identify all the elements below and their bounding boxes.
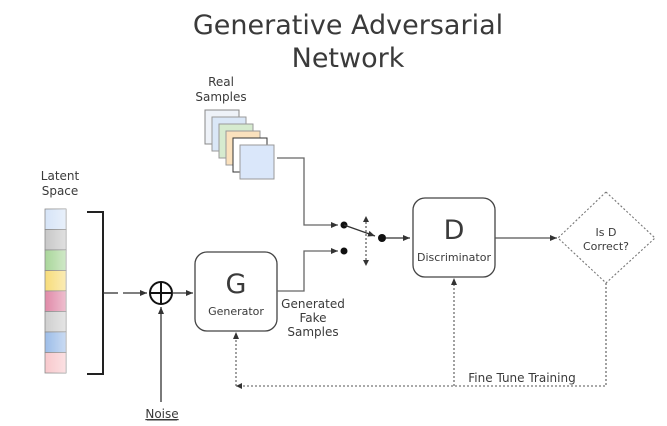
- latent-cell-shade: [45, 209, 66, 230]
- latent-cell-shade: [45, 311, 66, 332]
- switch-fake-terminal: [340, 247, 348, 255]
- fake-samples-label-3: Samples: [287, 325, 338, 339]
- feedback-discriminator-arrowhead-icon: [451, 278, 457, 285]
- generator-to-switch-line: [277, 248, 338, 292]
- latent-cell-shade: [45, 332, 66, 353]
- real-samples-stack: [204, 109, 275, 180]
- adder-icon: [149, 281, 173, 305]
- fake-samples-label-2: Fake: [299, 311, 326, 325]
- real-samples-label-1: Real: [208, 75, 234, 89]
- latent-space-label-2: Space: [42, 184, 79, 198]
- decision-label-1: Is D: [596, 226, 617, 239]
- feedback-generator-arrowhead-icon: [233, 332, 239, 339]
- switch-output-terminal: [378, 234, 386, 242]
- latent-cell-shade: [45, 270, 66, 291]
- generator-label: Generator: [208, 305, 264, 318]
- fake-samples-label-1: Generated: [281, 297, 345, 311]
- generator-letter: G: [226, 269, 247, 300]
- fine-tune-label: Fine Tune Training: [468, 371, 575, 385]
- latent-cell-shade: [45, 250, 66, 271]
- latent-cell-shade: [45, 291, 66, 312]
- discriminator-label: Discriminator: [417, 251, 491, 264]
- feedback-arrowhead-icon: [236, 383, 242, 389]
- toggle-up-arrow-icon: [363, 216, 369, 222]
- decision-label-2: Correct?: [583, 240, 629, 253]
- latent-bracket: [87, 211, 104, 375]
- toggle-down-arrow-icon: [363, 260, 369, 266]
- feedback-loop-line: [236, 283, 607, 387]
- latent-vector: [44, 208, 67, 374]
- real-sample-card-6: [239, 144, 275, 180]
- real-to-switch-line: [277, 157, 338, 228]
- discriminator-letter: D: [444, 215, 465, 246]
- real-samples-label-2: Samples: [195, 90, 246, 104]
- latent-cell-shade: [45, 229, 66, 250]
- latent-space-label-1: Latent: [41, 169, 80, 183]
- noise-label: Noise: [145, 407, 178, 421]
- title-line-1: Generative Adversarial: [193, 10, 503, 41]
- switch-lever: [343, 224, 376, 237]
- title-line-2: Network: [292, 43, 405, 74]
- latent-cell-shade: [45, 352, 66, 373]
